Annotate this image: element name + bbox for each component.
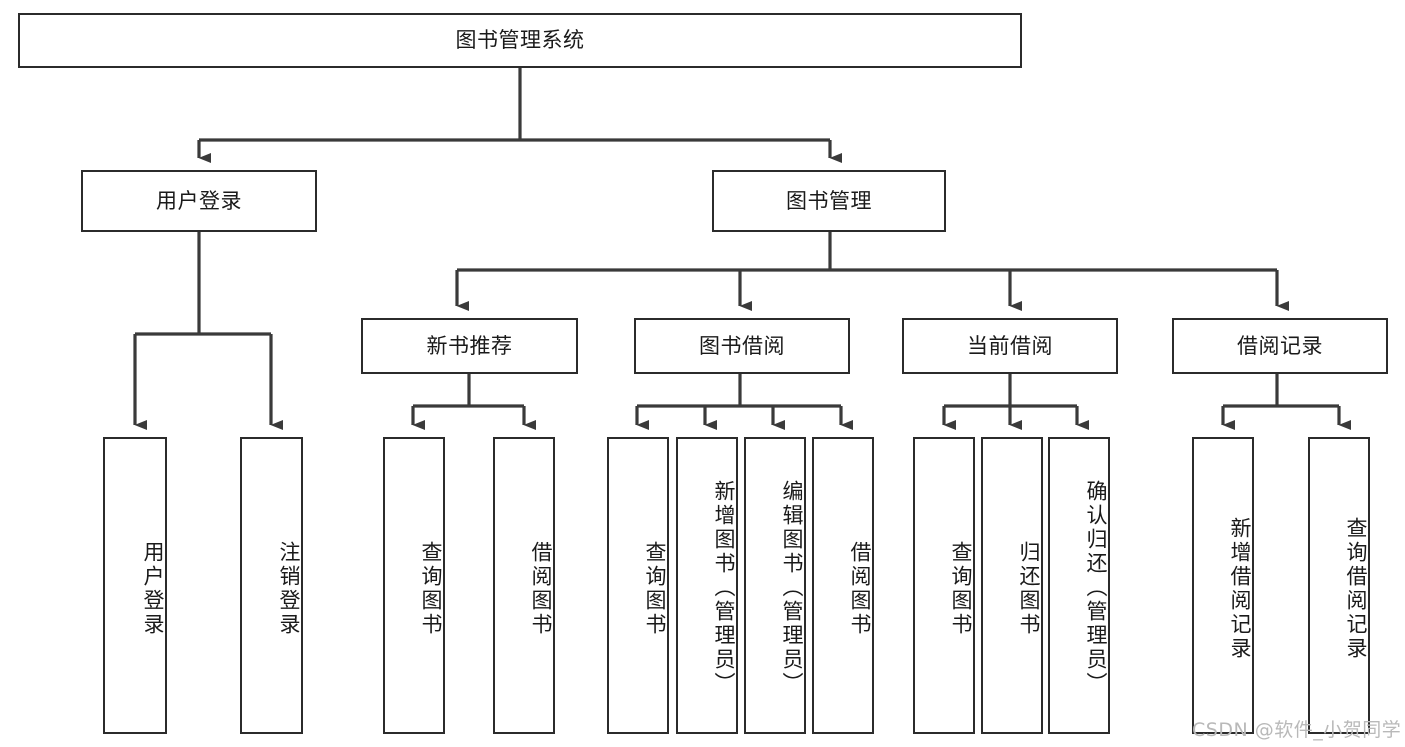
leaf-add-record-label: 新增借阅记录 <box>1228 516 1252 661</box>
node-current-borrow-label: 当前借阅 <box>967 333 1053 358</box>
leaf-user-login[interactable]: 用户登录 <box>103 437 167 734</box>
leaf-confirm-return[interactable]: 确认归还（管理员） <box>1048 437 1110 734</box>
leaf-borrow-book-1[interactable]: 借阅图书 <box>493 437 555 734</box>
leaf-query-book-2-label: 查询图书 <box>643 540 667 637</box>
leaf-edit-book[interactable]: 编辑图书（管理员） <box>744 437 806 734</box>
node-borrow-record-label: 借阅记录 <box>1237 333 1323 358</box>
node-book-borrow-label: 图书借阅 <box>699 333 785 358</box>
leaf-add-record[interactable]: 新增借阅记录 <box>1192 437 1254 734</box>
leaf-borrow-book-2-label: 借阅图书 <box>848 540 872 637</box>
leaf-logout[interactable]: 注销登录 <box>240 437 303 734</box>
leaf-borrow-book-1-label: 借阅图书 <box>529 540 553 637</box>
node-user-login[interactable]: 用户登录 <box>81 170 317 232</box>
node-root[interactable]: 图书管理系统 <box>18 13 1022 68</box>
node-root-label: 图书管理系统 <box>455 28 585 53</box>
leaf-logout-label: 注销登录 <box>277 540 301 637</box>
leaf-query-book-3-label: 查询图书 <box>949 540 973 637</box>
node-borrow-record[interactable]: 借阅记录 <box>1172 318 1388 374</box>
leaf-add-book-label: 新增图书（管理员） <box>712 479 736 696</box>
leaf-query-book-1-label: 查询图书 <box>419 540 443 637</box>
node-book-manage-label: 图书管理 <box>786 188 872 213</box>
node-current-borrow[interactable]: 当前借阅 <box>902 318 1118 374</box>
leaf-query-book-2[interactable]: 查询图书 <box>607 437 669 734</box>
leaf-query-record[interactable]: 查询借阅记录 <box>1308 437 1370 734</box>
node-book-manage[interactable]: 图书管理 <box>712 170 946 232</box>
csdn-watermark: CSDN @软件_小贺同学 <box>1192 719 1402 741</box>
leaf-return-book[interactable]: 归还图书 <box>981 437 1043 734</box>
leaf-confirm-return-label: 确认归还（管理员） <box>1084 479 1108 696</box>
node-user-login-label: 用户登录 <box>156 188 242 213</box>
leaf-borrow-book-2[interactable]: 借阅图书 <box>812 437 874 734</box>
leaf-query-record-label: 查询借阅记录 <box>1344 516 1368 661</box>
leaf-query-book-3[interactable]: 查询图书 <box>913 437 975 734</box>
node-book-borrow[interactable]: 图书借阅 <box>634 318 850 374</box>
leaf-edit-book-label: 编辑图书（管理员） <box>780 479 804 696</box>
leaf-query-book-1[interactable]: 查询图书 <box>383 437 445 734</box>
leaf-return-book-label: 归还图书 <box>1017 540 1041 637</box>
leaf-add-book[interactable]: 新增图书（管理员） <box>676 437 738 734</box>
node-new-book-rec[interactable]: 新书推荐 <box>361 318 578 374</box>
node-new-book-rec-label: 新书推荐 <box>426 333 513 358</box>
leaf-user-login-label: 用户登录 <box>141 540 165 637</box>
